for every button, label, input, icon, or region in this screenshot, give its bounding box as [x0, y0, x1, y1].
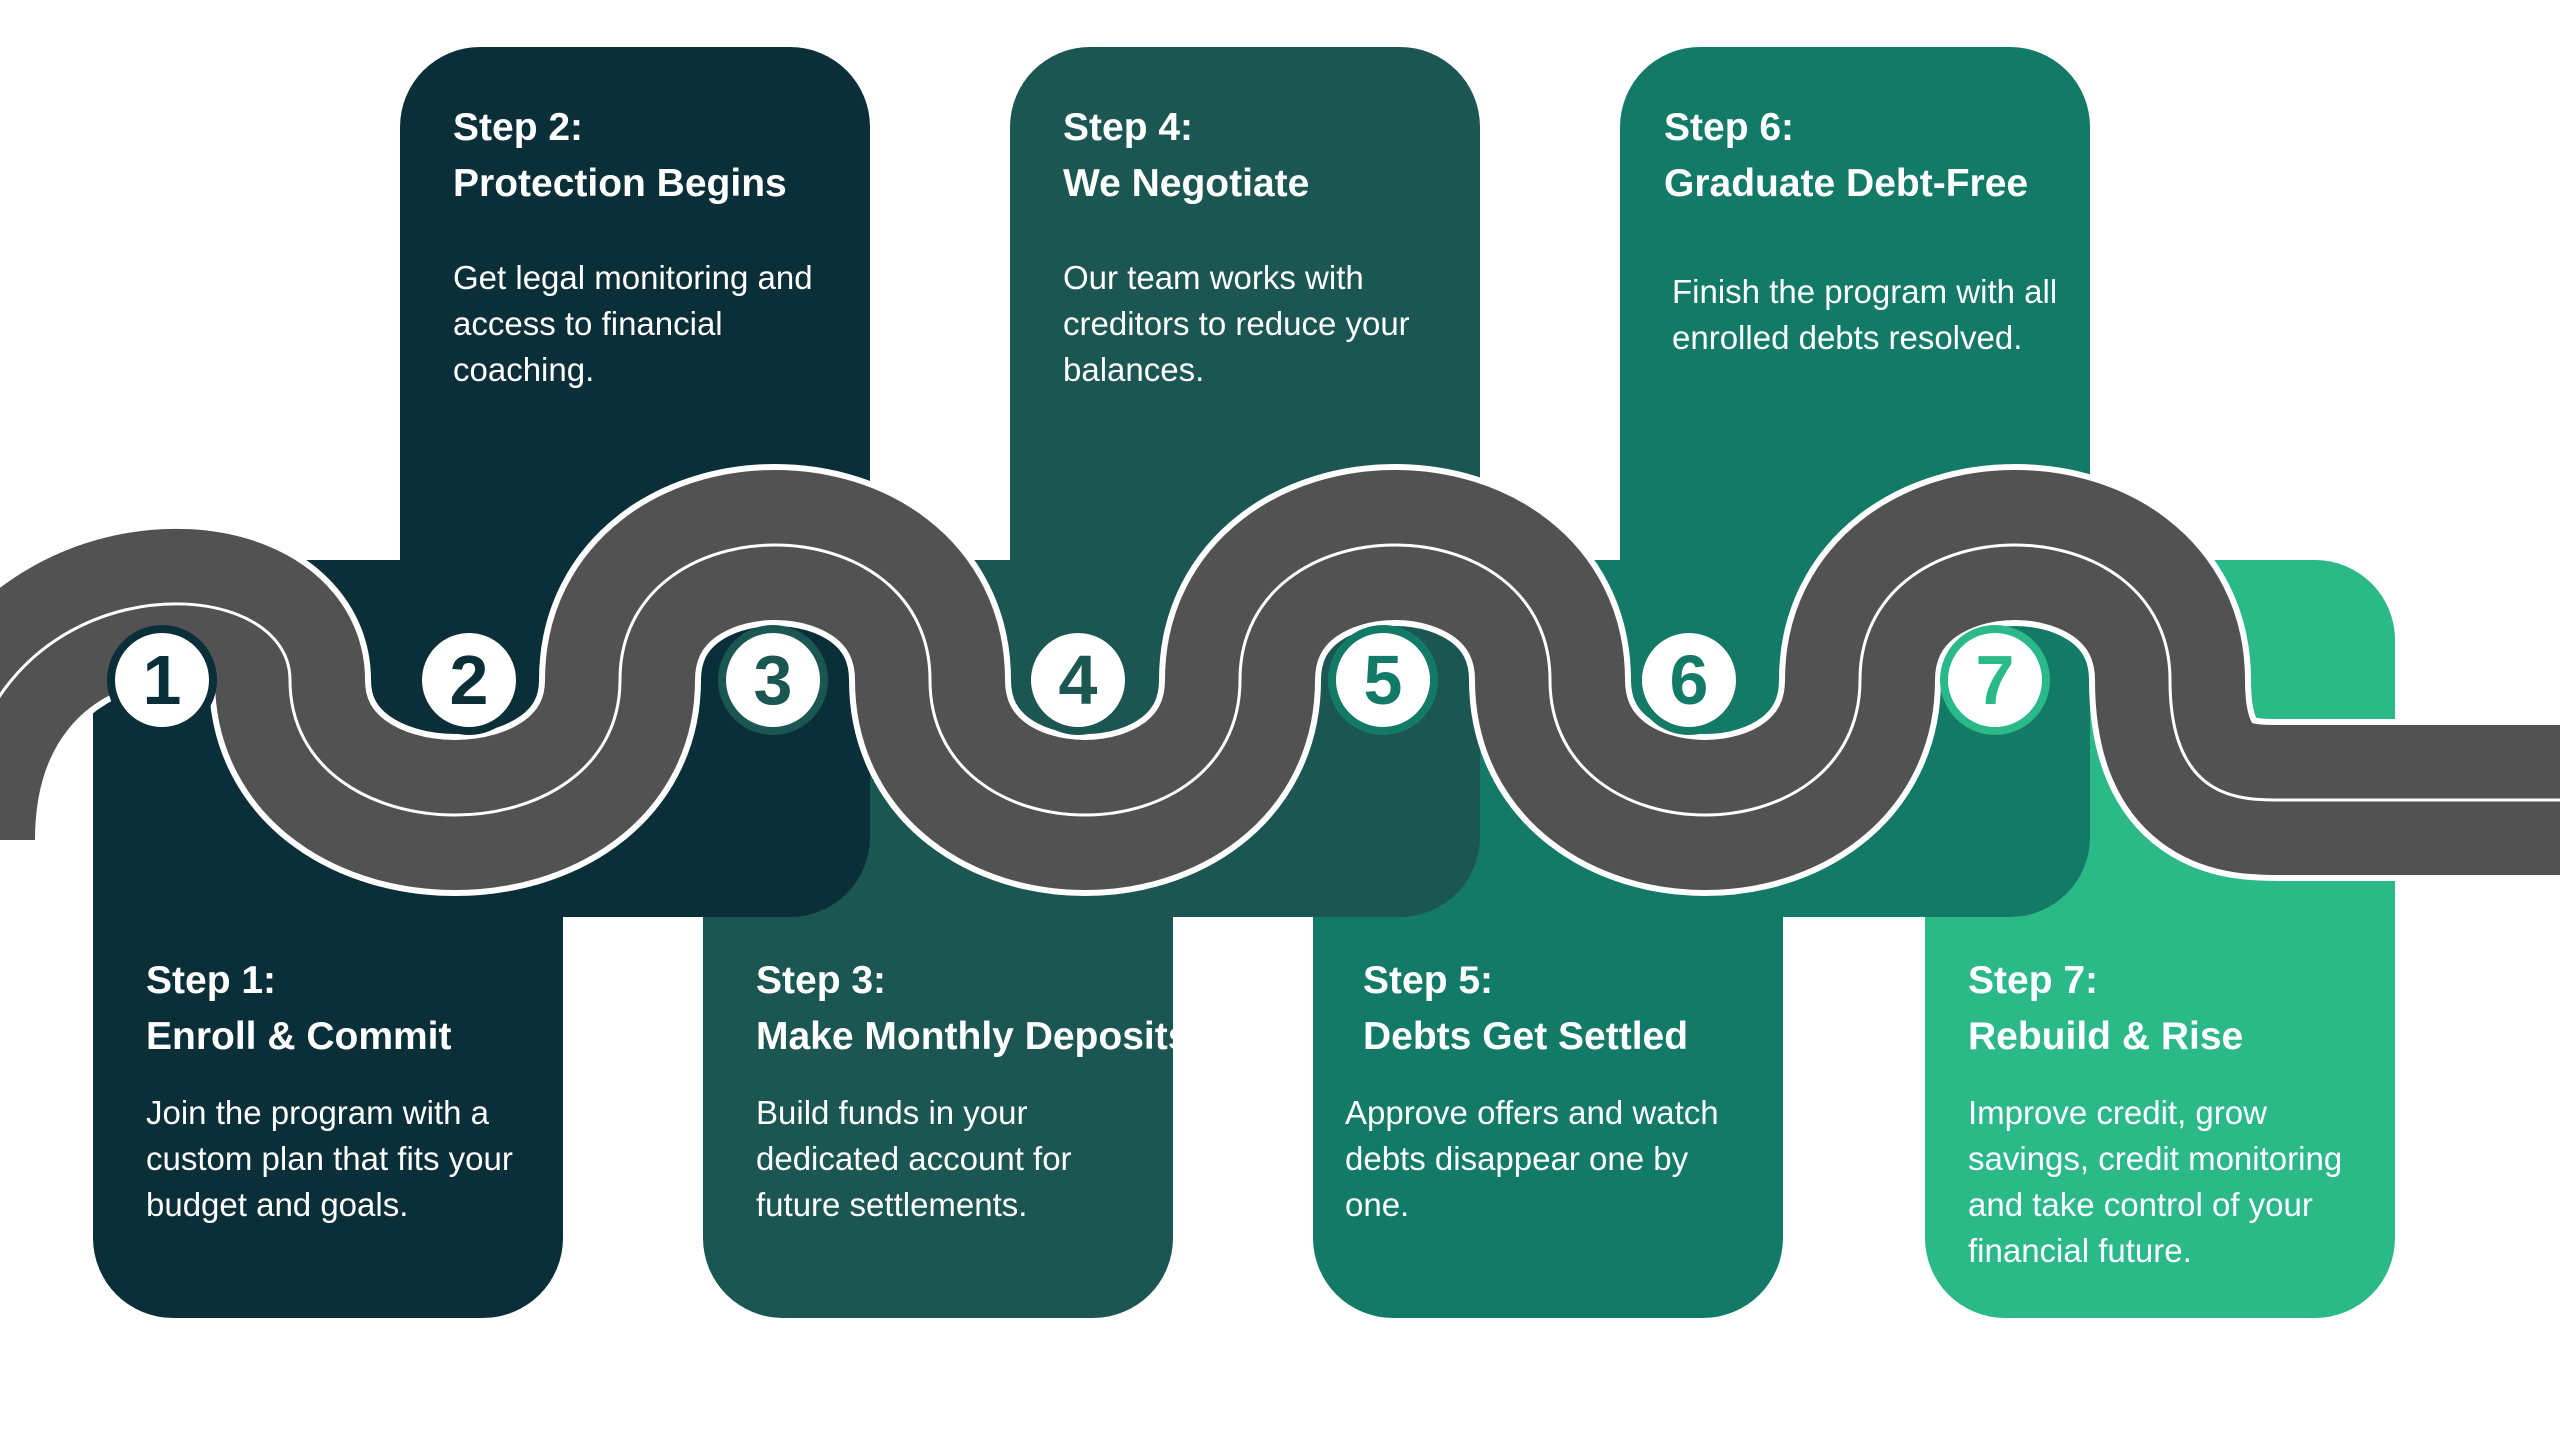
step-5-number-badge: 5 — [1328, 625, 1438, 735]
step-2-number-badge: 2 — [414, 625, 524, 735]
step-5-title: Debts Get Settled — [1363, 1015, 1689, 1058]
step-4-label: Step 4: — [1063, 106, 1194, 149]
step-4-description: Our team works with creditors to reduce … — [1063, 259, 1410, 388]
step-6-description: Finish the program with all enrolled deb… — [1672, 273, 2058, 356]
step-2-label: Step 2: — [453, 106, 584, 149]
step-3-description: Build funds in your dedicated account fo… — [756, 1094, 1072, 1223]
road-surface — [0, 470, 2560, 890]
step-4-number-badge: 4 — [1023, 625, 1133, 735]
step-3-label: Step 3: — [756, 959, 887, 1002]
step-1-title: Enroll & Commit — [146, 1015, 452, 1058]
road-center-line — [0, 543, 2560, 817]
step-2-title: Protection Begins — [453, 162, 787, 205]
step-7-title: Rebuild & Rise — [1968, 1015, 2244, 1058]
step-7-number-badge: 7 — [1940, 625, 2050, 735]
step-1-label: Step 1: — [146, 959, 277, 1002]
step-1-description: Join the program with a custom plan that… — [146, 1094, 513, 1223]
step-6-title: Graduate Debt-Free — [1664, 162, 2029, 205]
step-3-title: Make Monthly Deposits — [756, 1015, 1190, 1058]
step-5-label: Step 5: — [1363, 959, 1494, 1002]
step-4-title: We Negotiate — [1063, 162, 1310, 205]
step-6-label: Step 6: — [1664, 106, 1795, 149]
step-2-description: Get legal monitoring and access to finan… — [453, 259, 813, 388]
step-6-number-badge: 6 — [1634, 625, 1744, 735]
step-7-label: Step 7: — [1968, 959, 2099, 1002]
step-1-number-badge: 1 — [107, 625, 217, 735]
step-5-description: Approve offers and watch debts disappear… — [1345, 1094, 1719, 1223]
step-3-number-badge: 3 — [718, 625, 828, 735]
step-7-description: Improve credit, grow savings, credit mon… — [1968, 1094, 2343, 1269]
